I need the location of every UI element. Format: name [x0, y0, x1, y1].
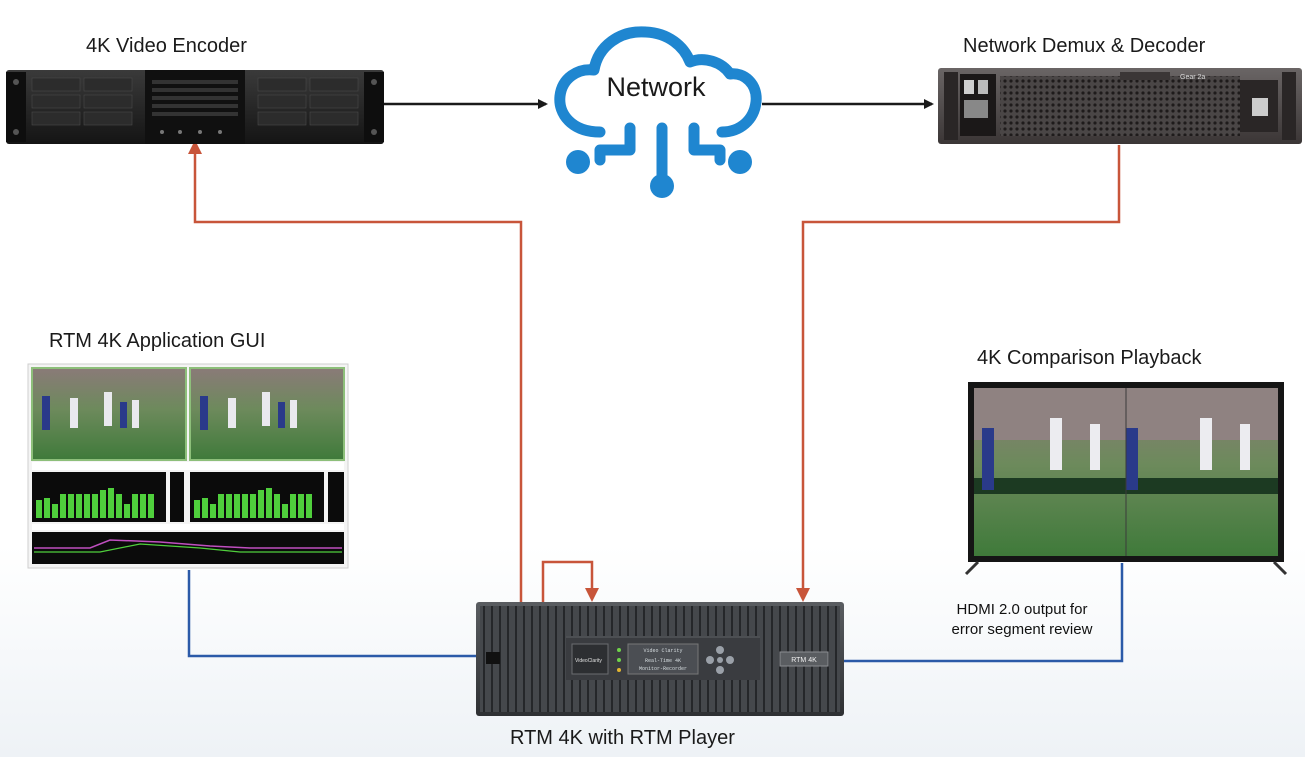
rtm-label: RTM 4K with RTM Player: [510, 727, 735, 749]
gui-label: RTM 4K Application GUI: [49, 330, 266, 352]
gui-screenshot: [27, 363, 349, 569]
rtm-device: [476, 602, 844, 716]
rtm-to-encoder-arrowhead: [188, 140, 202, 154]
rtm-to-playback-link: [843, 563, 1124, 663]
hdmi-label-line1: HDMI 2.0 output for: [956, 601, 1088, 618]
decoder-label: Network Demux & Decoder: [963, 35, 1206, 57]
encoder-label: 4K Video Encoder: [86, 35, 247, 57]
encoder-device: [6, 70, 384, 144]
rtm-loopback-link: [541, 560, 594, 602]
playback-tv: [964, 382, 1288, 576]
rtm-to-encoder-link: [193, 150, 523, 602]
playback-label: 4K Comparison Playback: [977, 347, 1202, 369]
hdmi-label-line2: error segment review: [951, 621, 1093, 638]
network-cloud-icon: [554, 26, 762, 184]
rtm-brand-text: VideoClarity: [575, 658, 602, 664]
decoder-brand-text: Gear 2a: [1180, 74, 1205, 81]
rtm-display-line1: Video Clarity: [643, 648, 682, 654]
network-label: Network: [606, 72, 706, 102]
decoder-device: [938, 68, 1302, 144]
decoder-to-rtm-link: [801, 145, 1121, 590]
rtm-loopback-arrowhead: [585, 588, 599, 602]
rtm-display-line2: Real-Time 4K: [645, 658, 681, 664]
rtm-badge-text: RTM 4K: [791, 657, 817, 664]
rtm-display-line3: Monitor-Recorder: [639, 666, 687, 672]
gui-to-rtm-link: [187, 570, 478, 658]
network-nodes: [566, 150, 752, 198]
hdmi-label: HDMI 2.0 output for error segment review: [917, 600, 1127, 640]
decoder-to-rtm-arrowhead: [796, 588, 810, 602]
